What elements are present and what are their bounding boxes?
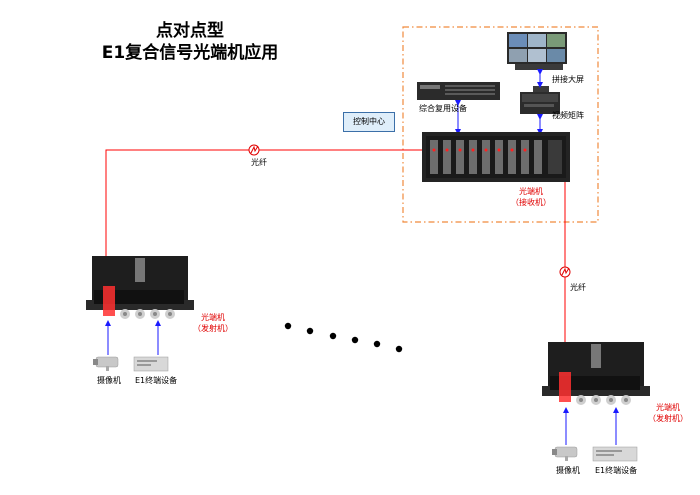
right-transmitter-label-line-1: 光端机 xyxy=(656,403,680,412)
control-center-boundary xyxy=(402,26,599,223)
receiver-label-line-1: 光端机 xyxy=(519,187,543,196)
right-transmitter-label: 光端机 （发射机） xyxy=(643,402,693,424)
left-e1-label: E1终端设备 xyxy=(135,376,178,385)
title-line-2: E1复合信号光端机应用 xyxy=(101,43,279,63)
left-transmitter-label: 光端机 （发射机） xyxy=(188,312,238,334)
receiver-label-line-2: （接收机） xyxy=(511,198,551,207)
video-wall-label: 拼接大屏 xyxy=(552,75,584,84)
left-e1-terminal-icon xyxy=(133,356,169,372)
multiplexer-icon xyxy=(417,82,500,100)
left-transmitter-label-line-2: （发射机） xyxy=(193,324,233,333)
right-camera-label: 摄像机 xyxy=(556,466,580,475)
left-transmitter-label-line-1: 光端机 xyxy=(201,313,225,322)
receiver-chassis-icon xyxy=(422,132,570,182)
fiber-label-top: 光纤 xyxy=(251,158,267,167)
video-matrix-icon xyxy=(520,86,560,114)
receiver-label: 光端机 （接收机） xyxy=(506,186,556,208)
right-camera-icon xyxy=(552,446,578,461)
multiplexer-label: 综合复用设备 xyxy=(419,104,467,113)
control-center-label: 控制中心 xyxy=(343,112,395,132)
video-wall-icon xyxy=(507,32,567,70)
right-transmitter-label-line-2: （发射机） xyxy=(648,414,688,423)
right-e1-label: E1终端设备 xyxy=(595,466,638,475)
ellipsis-dots xyxy=(284,322,403,353)
fiber-label-right: 光纤 xyxy=(570,283,586,292)
fiber-break-icon-right xyxy=(559,266,571,278)
diagram-title: 点对点型 E1复合信号光端机应用 xyxy=(60,20,320,64)
right-transmitter-icon xyxy=(542,342,650,405)
left-camera-icon xyxy=(93,356,119,371)
left-transmitter-icon xyxy=(86,256,194,319)
fiber-line-left xyxy=(105,149,430,300)
title-line-1: 点对点型 xyxy=(156,21,224,41)
fiber-break-icon-top xyxy=(248,144,260,156)
right-e1-terminal-icon xyxy=(592,446,638,462)
video-matrix-label: 视频矩阵 xyxy=(552,111,584,120)
left-camera-label: 摄像机 xyxy=(97,376,121,385)
